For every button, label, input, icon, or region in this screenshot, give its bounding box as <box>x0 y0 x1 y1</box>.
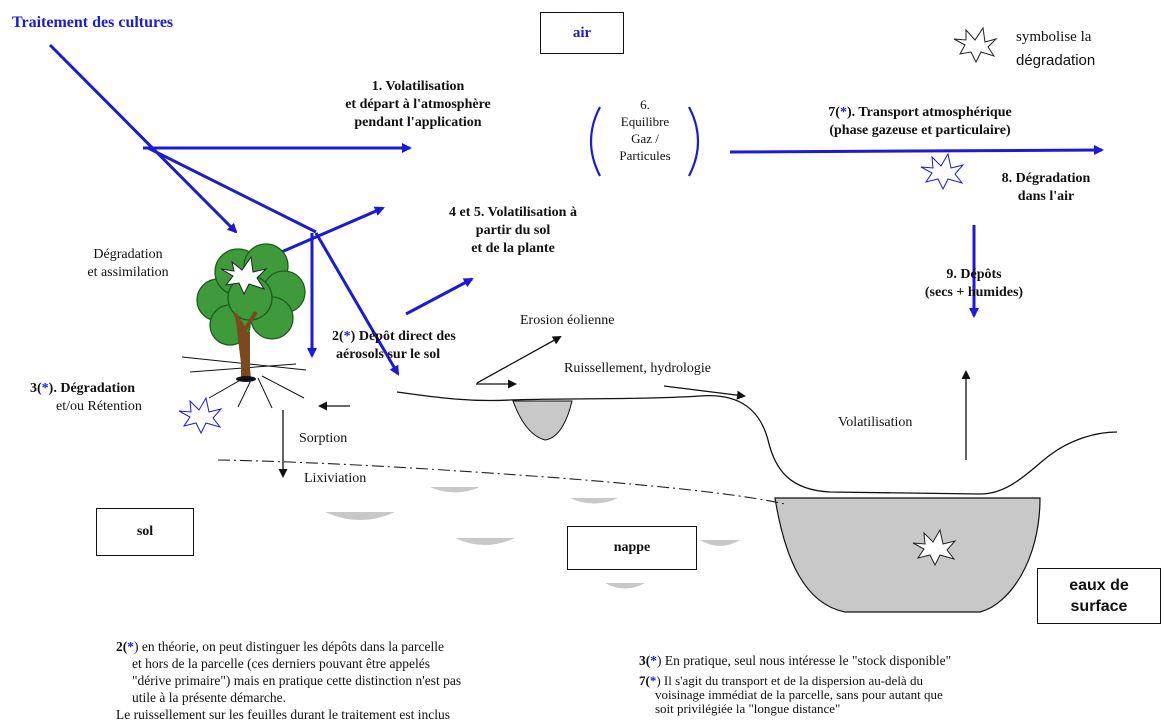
p3-line2: et/ou Rétention <box>56 399 142 414</box>
p45-line1: 4 et 5. Volatilisation à <box>449 205 577 220</box>
arrow-direct-deposit <box>314 232 400 376</box>
p8-line1: 8. Dégradation <box>1001 171 1091 186</box>
eaux-line2: surface <box>1070 598 1128 615</box>
n3-rest: ) En pratique, seul nous intéresse le "s… <box>657 653 952 668</box>
note-2: 2(*) en théorie, on peut distinguer les … <box>116 638 596 723</box>
p6-line1: 6. <box>640 97 650 112</box>
label-depots: 9. Dépôts (secs + humides) <box>882 266 1066 302</box>
box-eaux-de-surface: eaux de surface <box>1037 568 1161 624</box>
label-depot-direct: 2(*) Dépôt direct des aérosols sur le so… <box>332 328 456 364</box>
burst-legend <box>953 26 998 64</box>
tree <box>181 243 307 409</box>
aquifer-lenses <box>325 487 740 589</box>
p6-line2: Equilibre <box>620 114 670 129</box>
black-arrows <box>278 336 971 478</box>
n7-star: * <box>649 673 657 688</box>
n2-line3: utile à la présente démarche. <box>132 690 287 705</box>
plante-line2: et assimilation <box>87 265 169 280</box>
ground-surface <box>396 391 1118 495</box>
burst-tree <box>220 255 268 296</box>
p7-star: * <box>839 105 847 120</box>
label-erosion: Erosion éolienne <box>520 313 615 328</box>
legend-line1: symbolise la <box>1016 29 1092 45</box>
p2-rest: ) Dépôt direct des <box>350 329 456 344</box>
box-air: air <box>540 12 624 54</box>
burst-air <box>920 152 965 191</box>
arrow-volatilisation-plante <box>405 277 474 316</box>
label-lixiviation: Lixiviation <box>304 471 367 486</box>
n2-line1: et hors de la parcelle (ces derniers pou… <box>132 656 430 671</box>
paren-right <box>688 106 699 177</box>
n7-num: 7( <box>639 673 650 688</box>
label-ruissellement: Ruissellement, hydrologie <box>564 361 711 376</box>
box-nappe: nappe <box>567 526 697 570</box>
p6-line3: Gaz / <box>631 131 659 146</box>
n2-num: 2( <box>116 639 128 654</box>
legend-line2: dégradation <box>1016 52 1096 69</box>
label-degradation-plante: Dégradation et assimilation <box>64 246 192 282</box>
label-volatilisation-application: 1. Volatilisation et départ à l'atmosphè… <box>288 78 548 132</box>
water-table-line <box>217 459 786 505</box>
p7-num: 7( <box>828 105 840 120</box>
plante-line1: Dégradation <box>93 247 163 262</box>
p45-line3: et de la plante <box>471 241 555 256</box>
burst-soil <box>178 396 223 435</box>
arrow-to-aerosols-curve <box>147 146 317 234</box>
paren-left <box>590 106 601 177</box>
p7-line2: (phase gazeuse et particulaire) <box>829 123 1011 138</box>
label-degradation-air: 8. Dégradation dans l'air <box>966 170 1126 206</box>
p3-num: 3( <box>30 381 42 396</box>
n3-num: 3( <box>639 653 651 668</box>
label-volatilisation-water: Volatilisation <box>838 415 913 430</box>
n2-rest: ) en théorie, on peut distinguer les dép… <box>134 639 445 654</box>
n3-star: * <box>650 653 657 668</box>
label-equilibre: 6. Equilibre Gaz / Particules <box>600 96 690 164</box>
note-7: 7(*) Il s'agit du transport et de la dis… <box>639 674 1159 716</box>
p7-rest: ). Transport atmosphérique <box>846 105 1012 120</box>
p9-line1: 9. Dépôts <box>946 267 1002 282</box>
title: Traitement des cultures <box>12 14 174 31</box>
arrow-erosion <box>476 336 562 384</box>
p6-line4: Particules <box>619 148 671 163</box>
p1-line3: pendant l'application <box>354 115 482 130</box>
arrow-application <box>48 43 238 234</box>
arrow-ruissellement-2 <box>663 385 746 400</box>
label-sorption: Sorption <box>299 431 348 446</box>
pond <box>512 400 573 441</box>
n7-rest: ) Il s'agit du transport et de la disper… <box>656 673 923 688</box>
p3-star: * <box>41 381 49 396</box>
p2-num: 2( <box>332 329 344 344</box>
p1-line2: et départ à l'atmosphère <box>345 97 491 112</box>
note-3: 3(*) En pratique, seul nous intéresse le… <box>639 652 1159 669</box>
box-sol: sol <box>96 508 194 556</box>
p2-line2: aérosols sur le sol <box>336 347 441 362</box>
p8-line2: dans l'air <box>1017 189 1075 204</box>
n7-line2: soit privilégiée la "longue distance" <box>655 701 841 716</box>
eaux-line1: eaux de <box>1069 577 1129 594</box>
n2-line4: Le ruissellement sur les feuilles durant… <box>116 707 451 722</box>
arrow-transport-atmospherique <box>729 145 1104 156</box>
p45-line2: partir du sol <box>475 223 551 238</box>
p2-star: * <box>343 329 351 344</box>
p9-line2: (secs + humides) <box>924 285 1024 300</box>
p3-rest: ). Dégradation <box>48 381 135 396</box>
burst-water <box>912 528 957 567</box>
n2-star: * <box>127 639 134 654</box>
n7-line1: voisinage immédiat de la parcelle, sans … <box>655 687 943 702</box>
label-transport-atmospherique: 7(*). Transport atmosphérique (phase gaz… <box>770 104 1070 140</box>
label-degradation-retention: 3(*). Dégradation et/ou Rétention <box>30 380 142 416</box>
label-volatilisation-sol-plante: 4 et 5. Volatilisation à partir du sol e… <box>406 204 620 258</box>
surface-water <box>774 497 1041 613</box>
n2-line2: "dérive primaire") mais en pratique cett… <box>132 673 462 688</box>
p1-line1: 1. Volatilisation <box>371 79 465 94</box>
